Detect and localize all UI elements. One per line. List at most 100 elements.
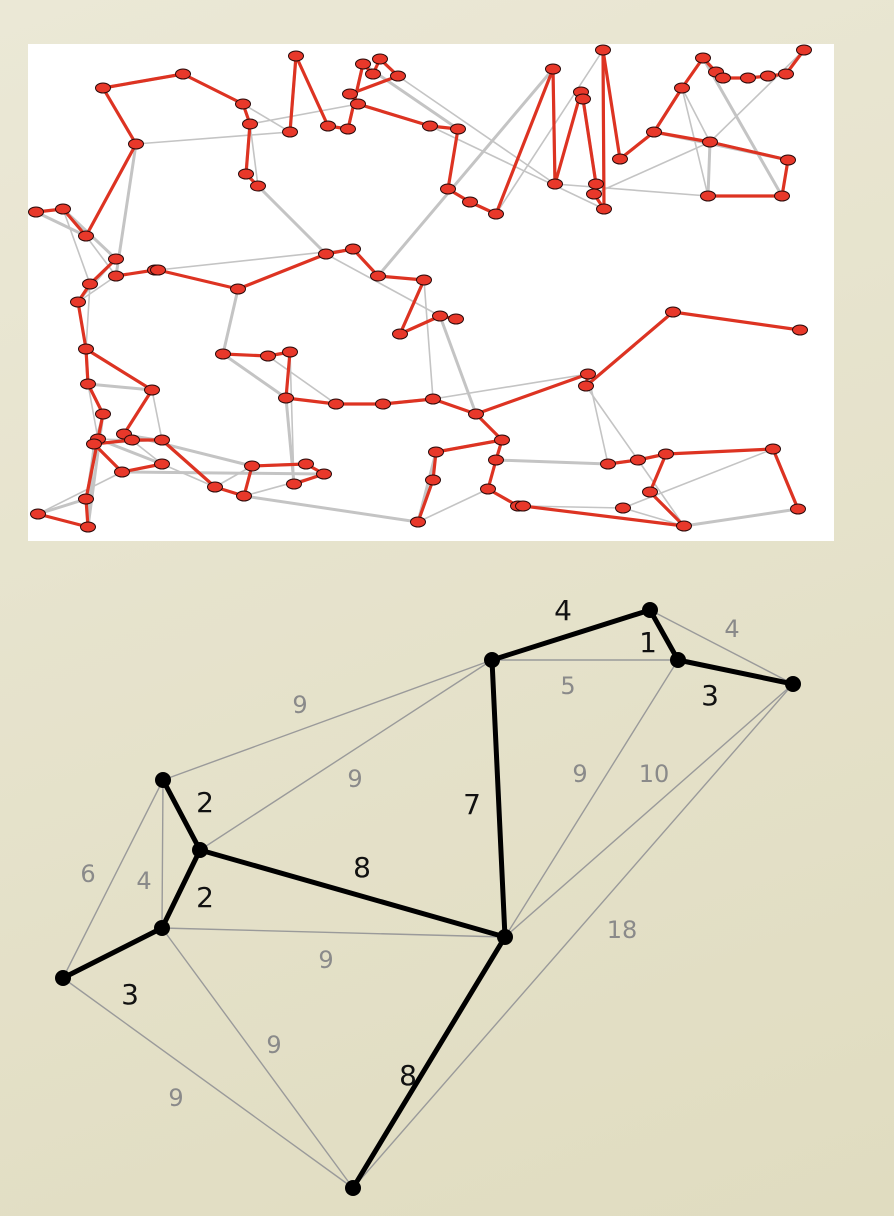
graph-node [70,296,86,308]
graph-node [676,520,692,532]
edge-weight-label: 9 [572,760,587,788]
graph-edge [151,389,163,441]
graph-node [95,408,111,420]
graph-edge [161,779,164,929]
graph-node [235,98,251,110]
tree-edge [489,657,508,940]
graph-node [375,398,391,410]
graph-node [700,190,716,202]
graph-edge [701,56,784,198]
graph-edge [86,382,154,392]
tree-edge [160,777,203,853]
edge-weight-label: 9 [168,1084,183,1112]
graph-node [372,53,388,65]
tree-edge [675,657,796,687]
graph-node [286,478,302,490]
edge-weight-label: 2 [196,881,214,914]
mst-edge [708,140,790,162]
graph-node [355,58,371,70]
graph-node [488,454,504,466]
graph-edge [135,131,291,145]
graph-edge [87,383,99,440]
graph-node [350,98,366,110]
edge-weight-label: 4 [724,615,739,643]
graph-node [242,118,258,130]
mst-edge [244,122,252,176]
graph-edge [120,470,326,476]
nodes [28,44,812,533]
graph-edge [494,458,610,466]
mst-edge [250,462,308,468]
graph-node [780,154,796,166]
mst-edge [284,396,338,406]
mst-edge [601,48,606,211]
mst-edge [160,438,217,489]
graph-node [390,70,406,82]
graph-node [778,68,794,80]
mst-edge [474,372,590,416]
graph-vertex [55,970,71,986]
graph-edge [709,49,805,143]
graph-node [580,368,596,380]
graph-edge [285,397,295,485]
graph-edge [34,210,88,238]
graph-edge [681,87,711,143]
tree-edges [60,607,796,1191]
graph-node [150,264,166,276]
graph-node [545,63,561,75]
graph-node [30,508,46,520]
graph-node [586,188,602,200]
graph-node [575,93,591,105]
tree-edge [197,847,508,940]
mst-edge [398,278,426,336]
graph-edge [267,355,337,405]
large-graph-panel [28,44,834,541]
edge-weight-label: 4 [554,594,572,627]
graph-node [316,468,332,480]
graph-node [318,248,334,260]
graph-node [515,500,531,512]
graph-edge [376,67,555,278]
graph-edge [161,927,354,1189]
graph-node [345,243,361,255]
mst-edge [521,504,686,528]
graph-vertex [154,920,170,936]
graph-node [715,72,731,84]
graph-edge [682,507,800,528]
graph-edge [417,488,489,523]
mst-edge [84,347,90,386]
mst-edge [648,452,668,494]
edge-weight-label: 5 [560,672,575,700]
tree-edge [647,607,681,663]
graph-node [144,384,160,396]
graph-edge [161,463,216,488]
graph-node [80,378,96,390]
edge-weight-label: 9 [318,946,333,974]
graph-edge [429,125,605,210]
mst-edge [680,56,705,90]
mst-edge [434,438,504,454]
graph-node [480,483,496,495]
mst-edge [381,397,435,406]
graph-edge [352,683,794,1189]
graph-vertex [192,842,208,858]
tree-edge [60,925,165,981]
graph-node [207,481,223,493]
graph-node [612,153,628,165]
mst-edge [494,67,555,216]
graph-node [595,44,611,56]
graph-vertex [345,1180,361,1196]
graph-node [774,190,790,202]
edge-weight-label: 1 [639,626,657,659]
graph-node [792,324,808,336]
graph-node [462,196,478,208]
graph-node [578,380,594,392]
non-tree-edges [62,609,794,1189]
graph-node [78,230,94,242]
graph-node [410,516,426,528]
graph-edge [585,385,639,461]
mst-edge [101,72,185,90]
graph-edge [62,977,354,1189]
graph-node [425,474,441,486]
graph-node [702,136,718,148]
